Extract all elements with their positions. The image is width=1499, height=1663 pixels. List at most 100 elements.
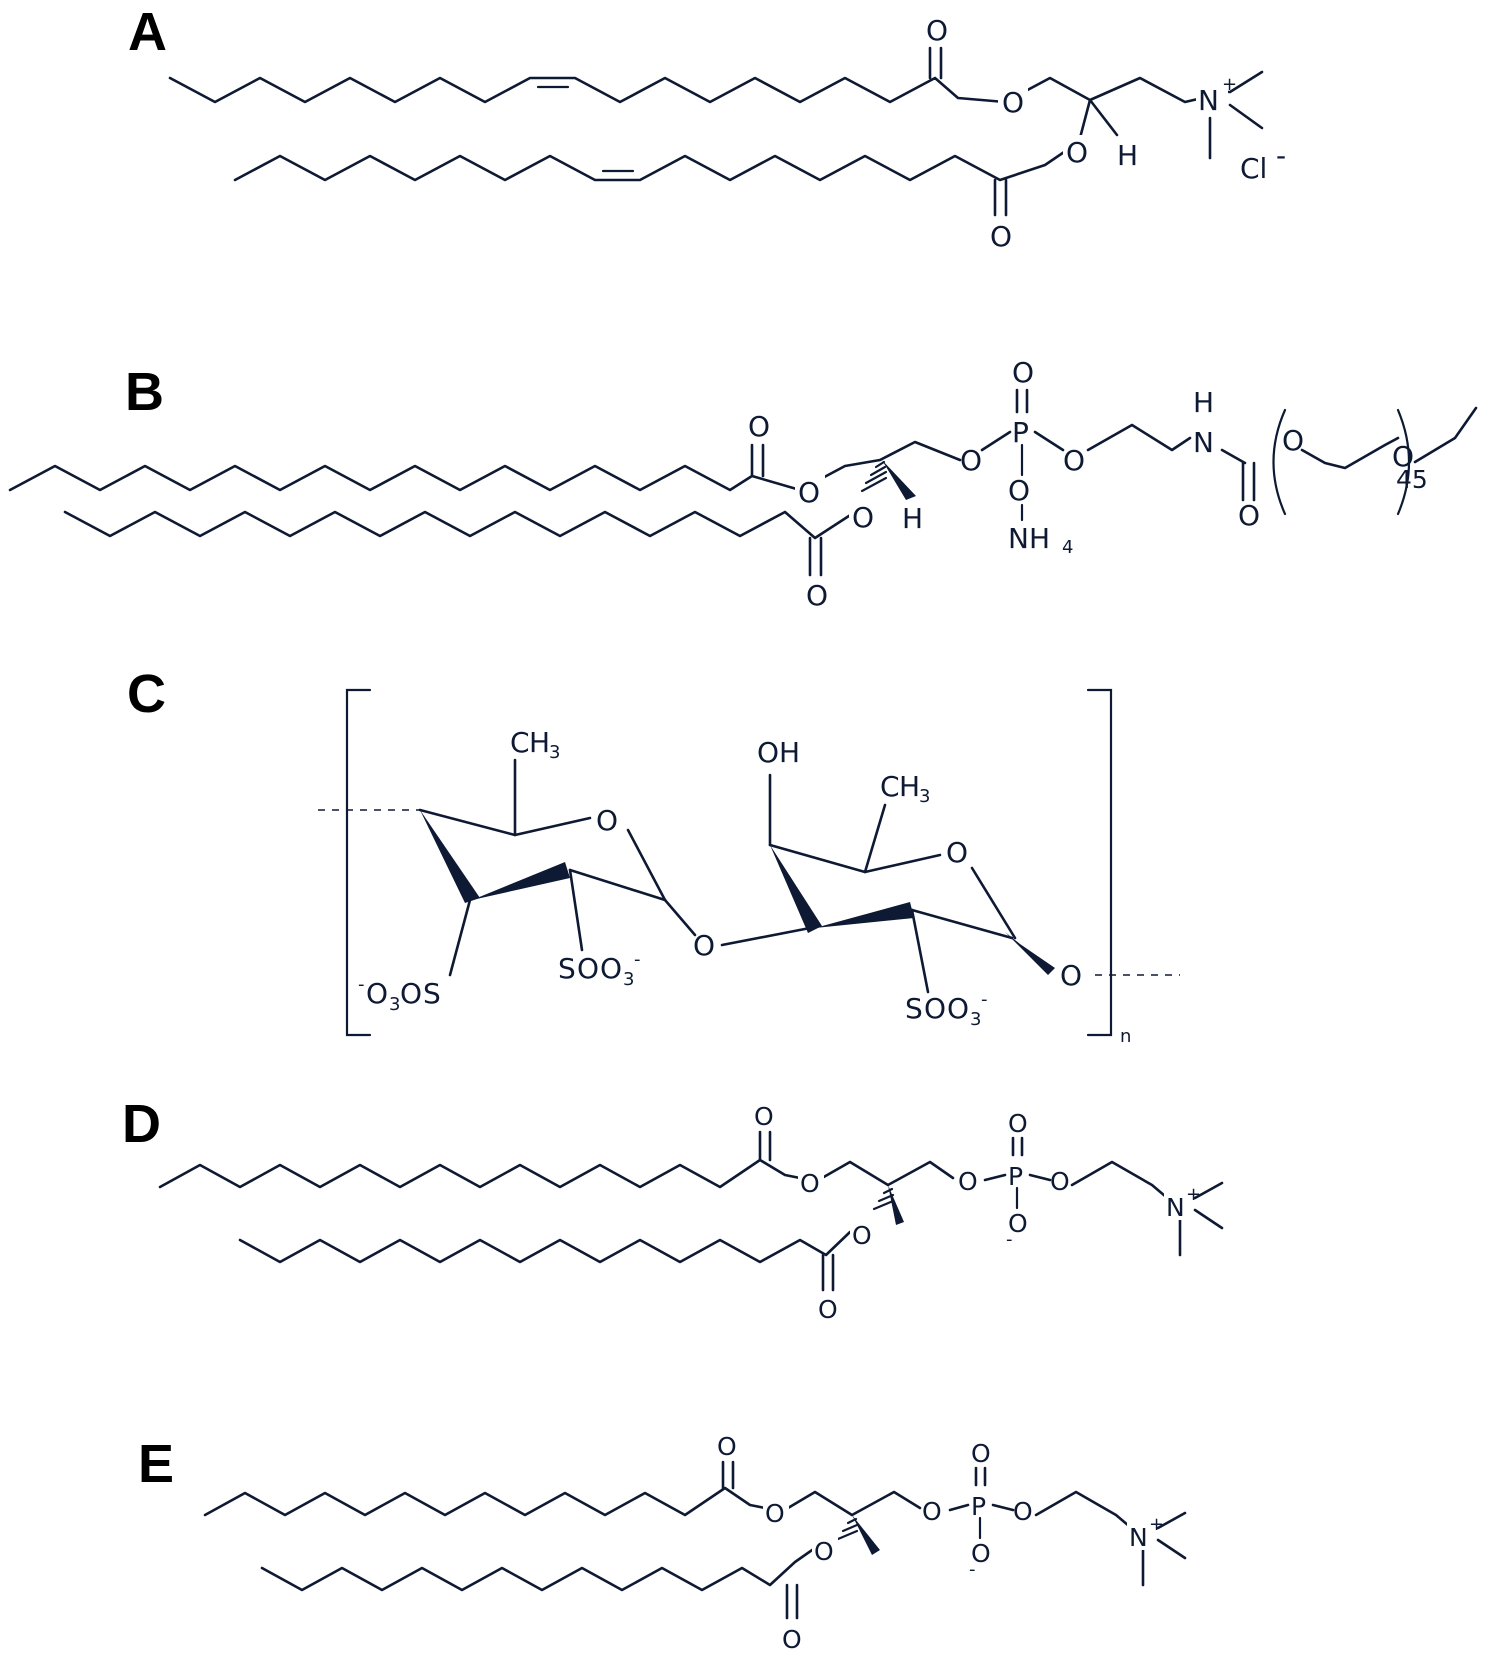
panel-b-atom-o-phosphate-left: O — [960, 444, 982, 477]
panel-b-p-o-bond-1 — [980, 430, 1012, 452]
panel-c-oso3-minus: - — [358, 974, 365, 995]
panel-d-atom-o-carbonyl-upper: O — [754, 1102, 774, 1131]
panel-a-atom-o-carbonyl-upper: O — [926, 14, 948, 47]
panel-e-label: E — [138, 1434, 174, 1494]
panel-d-atom-o-phosphate-left: O — [958, 1167, 978, 1196]
panel-e-atom-o-carbonyl-upper: O — [717, 1432, 737, 1461]
panel-b-atom-o-carbonyl-lower: O — [806, 579, 828, 612]
panel-c-ring2-soo3-o2: O — [947, 992, 969, 1025]
panel-b-atom-o-phosphate-bottom: O — [1008, 474, 1030, 507]
panel-b-atom-o-carbamate: O — [1238, 499, 1260, 532]
panel-c-oso3-o2: O — [400, 977, 422, 1010]
panel-c-ring1-soo3-minus: - — [634, 949, 641, 970]
panel-e-atom-p: P — [971, 1492, 986, 1521]
panel-c-ring1-h: H — [529, 726, 550, 759]
panel-e-atom-o-phosphate-top: O — [971, 1439, 991, 1468]
panel-d-p-o — [1028, 1173, 1052, 1182]
panel-c-oso3-o1: O — [366, 977, 388, 1010]
panel-a-label: A — [128, 2, 167, 62]
panel-c-ring1-wedge-left — [420, 810, 480, 903]
panel-a-chain-upper — [168, 76, 1230, 104]
panel-d-methyl-1 — [1193, 1181, 1224, 1200]
panel-d-phosphocholine-lipid: D O O O O O O P O O - N — [122, 1094, 1224, 1324]
panel-a-charge-plus: + — [1222, 74, 1237, 95]
panel-c-ring1-ch: C — [510, 726, 530, 759]
panel-b-label: B — [125, 362, 164, 422]
panel-e-solid-wedge — [852, 1515, 880, 1555]
panel-c-ring2-wedge-front — [815, 902, 914, 928]
panel-e-chain-upper — [203, 1486, 767, 1517]
panel-c-fucoidan: C C H 3 O - O 3 O S S — [127, 664, 1180, 1047]
panel-c-ring2-ch3-sub: 3 — [919, 786, 930, 807]
panel-b-n-c-bond — [1220, 448, 1247, 465]
panel-e-chain-lower — [260, 1546, 817, 1592]
panel-c-ring2-soo3-s: S — [905, 992, 923, 1025]
panel-c-glycosidic-2 — [720, 926, 812, 947]
panel-c-ring2-soo3-bond — [910, 908, 930, 994]
panel-a-atom-o-ester-upper: O — [1002, 86, 1024, 119]
panel-d-methyl-2 — [1193, 1208, 1224, 1230]
panel-c-ring1-o-bond — [626, 828, 667, 902]
panel-e-choline — [1034, 1490, 1131, 1528]
panel-b-ethyl-linker — [1086, 423, 1192, 452]
panel-c-ring2-ch3-bond — [863, 803, 887, 874]
panel-a-methyl-1 — [1228, 70, 1264, 94]
panel-c-ring2-ch: C — [880, 770, 900, 803]
panel-d-o-p — [983, 1173, 1007, 1182]
panel-c-ring1-soo3-bond — [568, 868, 584, 952]
panel-e-methyl-2 — [1156, 1538, 1187, 1560]
panel-b-atom-h: H — [902, 502, 923, 535]
panel-b-atom-o-phosphate-top: O — [1012, 356, 1034, 389]
panel-b-methoxy — [1413, 406, 1478, 464]
panel-a-charge-minus: - — [1276, 139, 1286, 172]
panel-a-glycerol-bond — [1078, 98, 1092, 140]
panel-b-ammonium-sub-4: 4 — [1062, 537, 1073, 558]
panel-b-atom-n-amide: N — [1193, 426, 1214, 459]
panel-a-chain-lower — [233, 146, 1072, 182]
panel-c-ring1-oso3-bond — [448, 898, 472, 977]
panel-c-repeat-n: n — [1120, 1026, 1131, 1047]
panel-c-ring2-soo3-minus: - — [981, 989, 988, 1010]
panel-a-atom-h: H — [1117, 139, 1138, 172]
panel-e-hashed-wedge — [836, 1517, 859, 1541]
panel-c-oso3-sub: 3 — [389, 994, 400, 1015]
panel-a-h-bond — [1088, 98, 1119, 137]
panel-d-solid-wedge — [888, 1185, 904, 1225]
panel-c-ring2-soo3-o1: O — [924, 992, 946, 1025]
panel-c-label: C — [127, 664, 166, 724]
panel-a-methyl-2 — [1228, 103, 1264, 130]
panel-c-ring1-right — [568, 868, 667, 902]
panel-a-atom-o-carbonyl-lower: O — [990, 220, 1012, 253]
panel-c-glycosidic-o: O — [693, 929, 715, 962]
panel-d-label: D — [122, 1094, 161, 1154]
panel-c-ring2-oh: OH — [757, 736, 800, 769]
panel-b-p-o-bond-2 — [1033, 430, 1065, 452]
panel-b-atom-h-amide: H — [1193, 386, 1214, 419]
panel-c-ring2-wedge-anomeric — [1005, 932, 1055, 975]
panel-b-atom-o-carbonyl-upper: O — [748, 410, 770, 443]
panel-b-ammonium-nh: NH — [1008, 522, 1050, 555]
panel-d-choline — [1070, 1160, 1167, 1198]
panel-a-dotap: A O O O O H N + Cl - — [128, 2, 1286, 253]
panel-b-atom-o-ester-upper: O — [798, 476, 820, 509]
panel-c-ring1-soo3-s: S — [558, 952, 576, 985]
panel-c-ring1-wedge-front — [472, 862, 570, 900]
panel-d-chain-upper — [158, 1158, 802, 1189]
panel-e-atom-o-ester-lower: O — [814, 1537, 834, 1566]
panel-d-atom-p: P — [1008, 1162, 1023, 1191]
panel-d-chain-lower — [238, 1230, 852, 1264]
panel-b-dspe-peg: B O O O — [8, 356, 1478, 612]
panel-c-glycosidic-1 — [663, 898, 697, 937]
panel-b-solid-wedge — [882, 460, 916, 500]
panel-b-atom-o-peg: O — [1282, 424, 1304, 457]
panel-d-atom-o-phosphate-bottom: O — [1008, 1209, 1028, 1238]
panel-e-charge-minus: - — [969, 1559, 976, 1580]
panel-e-atom-o-phosphate-bottom: O — [971, 1539, 991, 1568]
panel-d-atom-o-carbonyl-lower: O — [818, 1295, 838, 1324]
panel-c-oso3-s: S — [423, 977, 441, 1010]
panel-c-terminal-o: O — [1060, 959, 1082, 992]
panel-c-ring1-o: O — [596, 804, 618, 837]
panel-e-o-p — [948, 1503, 970, 1512]
panel-b-peg-repeat — [1300, 436, 1400, 470]
